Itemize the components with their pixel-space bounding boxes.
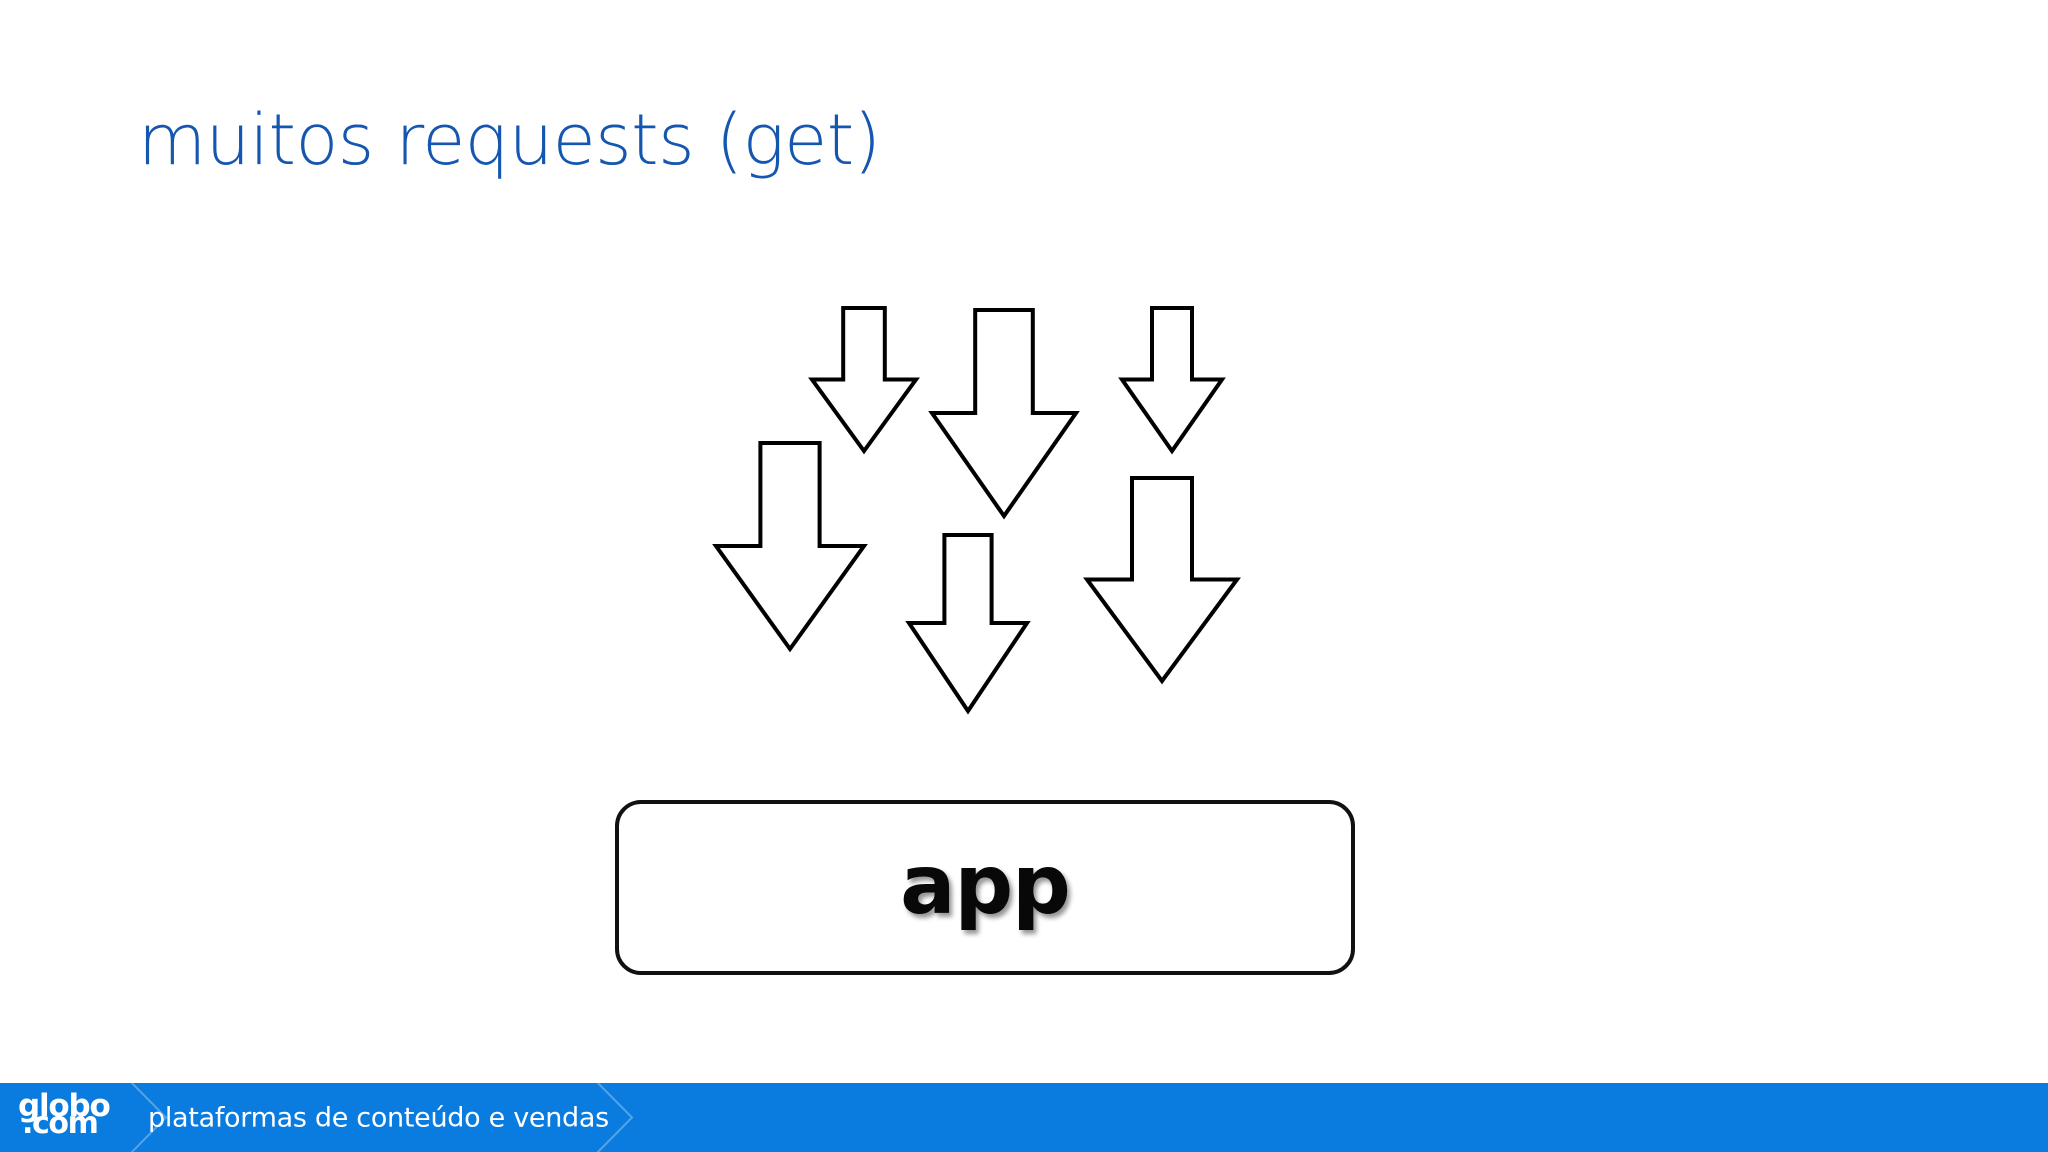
request-arrow-1 bbox=[808, 306, 920, 455]
footer-chevron-1 bbox=[130, 1083, 168, 1152]
request-arrow-3 bbox=[1118, 306, 1226, 455]
globo-logo-wordmark: globo bbox=[18, 1088, 111, 1124]
footer-chevrons-svg bbox=[130, 1083, 634, 1152]
request-arrow-2 bbox=[928, 308, 1080, 520]
globo-logo: globo .com bbox=[18, 1089, 114, 1147]
footer-chevron-separators bbox=[0, 1083, 2048, 1152]
footer-tagline: plataformas de conteúdo e vendas bbox=[148, 1102, 609, 1133]
app-node: app bbox=[615, 800, 1355, 975]
request-arrow-4 bbox=[712, 441, 868, 653]
globo-logo-dotcom: .com bbox=[22, 1106, 99, 1141]
request-arrow-5 bbox=[905, 533, 1031, 715]
request-arrow-6 bbox=[1083, 476, 1241, 685]
slide-footer: globo .com plataformas de conteúdo e ven… bbox=[0, 1083, 2048, 1152]
app-node-label: app bbox=[900, 837, 1071, 933]
page-title: muitos requests (get) bbox=[138, 99, 881, 181]
footer-chevron-2 bbox=[596, 1083, 634, 1152]
